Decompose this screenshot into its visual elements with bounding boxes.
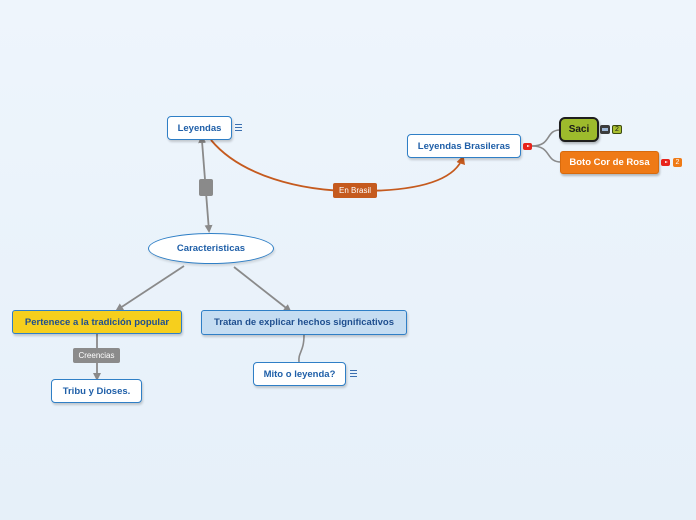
node-leyendas-brasileras[interactable]: Leyendas Brasileras bbox=[407, 134, 521, 158]
saci-count-badge[interactable]: 2 bbox=[612, 125, 622, 134]
youtube-icon[interactable] bbox=[523, 143, 532, 150]
note-icon[interactable] bbox=[350, 370, 357, 378]
node-mito[interactable]: Mito o leyenda? bbox=[253, 362, 346, 386]
youtube-icon[interactable] bbox=[661, 159, 670, 166]
node-mito-label: Mito o leyenda? bbox=[263, 368, 336, 380]
node-tribu[interactable]: Tribu y Dioses. bbox=[51, 379, 142, 403]
node-saci[interactable]: Saci bbox=[559, 117, 599, 142]
image-icon[interactable] bbox=[600, 125, 610, 134]
link-brasileras-boto bbox=[531, 145, 562, 163]
note-icon[interactable] bbox=[235, 124, 242, 132]
node-caracteristicas-label: Caracteristicas bbox=[176, 243, 246, 254]
node-tradicion[interactable]: Pertenece a la tradición popular bbox=[12, 310, 182, 334]
node-tribu-label: Tribu y Dioses. bbox=[62, 385, 131, 397]
edge-label-en-brasil[interactable]: En Brasil bbox=[333, 183, 377, 198]
link-tratan-mito bbox=[298, 334, 305, 363]
node-tratan[interactable]: Tratan de explicar hechos significativos bbox=[201, 310, 407, 335]
node-boto-label: Boto Cor de Rosa bbox=[569, 157, 650, 168]
node-caracteristicas[interactable]: Caracteristicas bbox=[148, 233, 274, 264]
edge-label-creencias[interactable]: Creencias bbox=[73, 348, 120, 363]
boto-count-badge[interactable]: 2 bbox=[673, 158, 682, 167]
node-brasileras-label: Leyendas Brasileras bbox=[417, 140, 511, 152]
link-caracteristicas-tratan bbox=[233, 266, 292, 313]
node-leyendas[interactable]: Leyendas bbox=[167, 116, 232, 140]
node-tradicion-label: Pertenece a la tradición popular bbox=[24, 316, 170, 328]
node-boto[interactable]: Boto Cor de Rosa bbox=[560, 151, 659, 174]
node-tratan-label: Tratan de explicar hechos significativos bbox=[213, 317, 395, 328]
link-brasileras-saci bbox=[531, 129, 561, 147]
node-leyendas-label: Leyendas bbox=[177, 122, 222, 134]
attachment-box-icon[interactable] bbox=[199, 179, 213, 196]
node-saci-label: Saci bbox=[568, 124, 590, 135]
link-caracteristicas-tradicion bbox=[115, 265, 185, 312]
